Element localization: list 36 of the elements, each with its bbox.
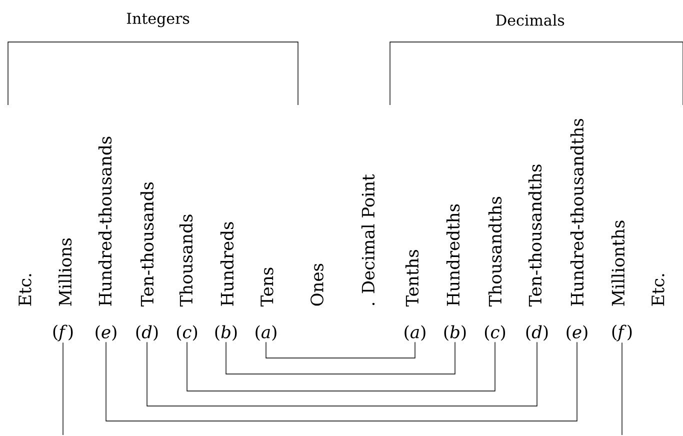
- place-letter: (c): [176, 325, 198, 341]
- place-letter: (b): [215, 325, 237, 341]
- place-name: . Decimal Point: [361, 174, 375, 306]
- place-letter: (f): [53, 324, 73, 342]
- connector-line: [62, 342, 64, 436]
- place-name: Hundredths: [446, 204, 460, 306]
- place-letter: (b): [444, 325, 466, 341]
- place-name: Millionths: [611, 220, 625, 306]
- place-letter: (e): [566, 325, 588, 341]
- place-name: Hundred-thousands: [98, 136, 112, 306]
- place-letter: (a): [404, 325, 426, 341]
- place-name: Thousandths: [488, 196, 502, 306]
- place-name: Tenths: [405, 250, 419, 306]
- place-name: Tens: [260, 268, 274, 306]
- place-name: Hundreds: [220, 222, 234, 306]
- connector-line: [106, 342, 578, 422]
- place-letter: (d): [136, 325, 158, 341]
- place-name: Ten-thousandths: [528, 164, 542, 306]
- place-letter: (f): [612, 324, 632, 342]
- place-letter: (e): [96, 325, 116, 341]
- place-name: Ten-thousands: [140, 182, 154, 306]
- bracket-heading: Decimals: [496, 14, 564, 26]
- place-name: Etc.: [18, 274, 32, 306]
- connector-line: [226, 342, 456, 374]
- place-name: Etc.: [652, 274, 664, 306]
- place-letter: (c): [484, 325, 506, 341]
- place-letter: (a): [256, 325, 276, 341]
- bracket-heading: Integers: [126, 12, 190, 28]
- place-letter: (d): [526, 325, 548, 341]
- place-name: Hundred-thousandths: [570, 118, 584, 306]
- place-name: Thousands: [179, 214, 193, 306]
- connector-line: [266, 342, 416, 358]
- place-name: Millions: [58, 238, 72, 306]
- connector-line: [146, 342, 538, 406]
- connector-line: [186, 342, 496, 392]
- place-name: Ones: [310, 264, 324, 306]
